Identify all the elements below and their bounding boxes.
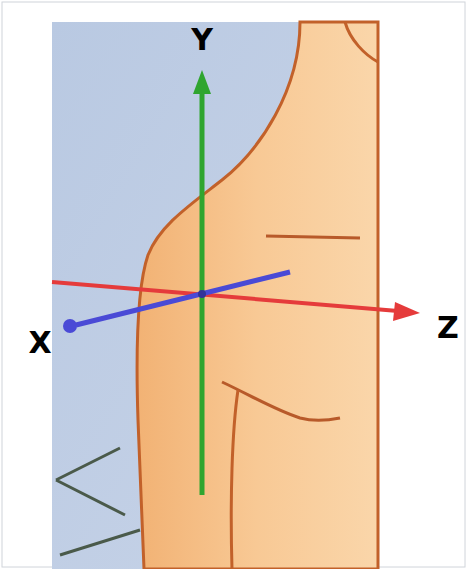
pectoral-line — [222, 382, 340, 420]
x-axis-end — [63, 319, 77, 333]
neck-line — [345, 22, 378, 62]
background-lines — [56, 448, 140, 555]
origin — [198, 290, 206, 298]
arm-line — [231, 390, 238, 569]
axis-label: Z — [437, 313, 459, 343]
axis-label: Y — [191, 25, 213, 55]
y-arrowhead — [193, 70, 211, 94]
x-axis — [76, 272, 290, 325]
clavicle-line — [266, 236, 360, 238]
body — [137, 22, 378, 569]
axis-label: X — [28, 328, 51, 358]
z-arrowhead — [393, 302, 420, 321]
